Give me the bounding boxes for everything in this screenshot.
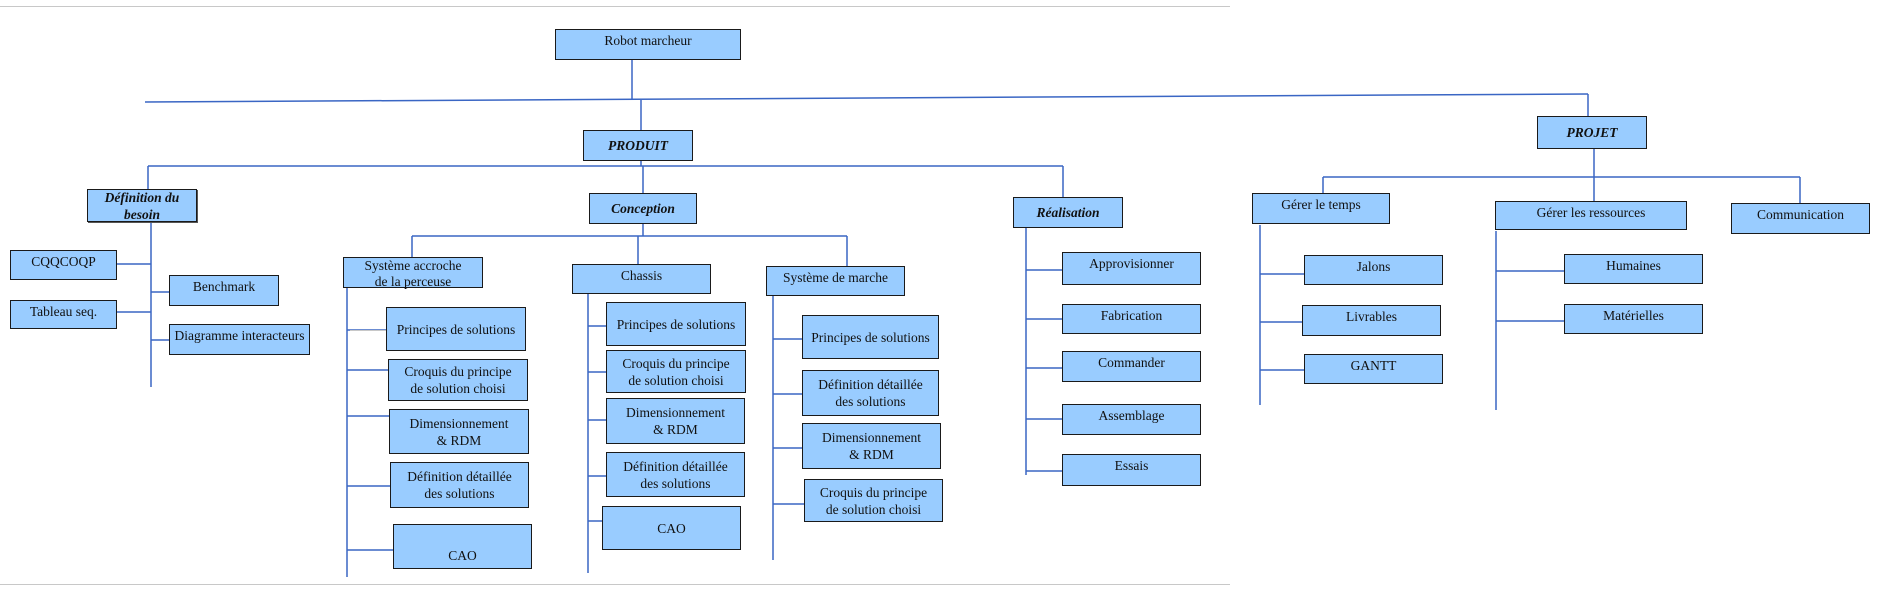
connector [1322, 177, 1801, 203]
node-realisation: Réalisation [1013, 197, 1123, 228]
node-accroche-croquis: Croquis du principe de solution choisi [388, 359, 528, 401]
node-robot-marcheur: Robot marcheur [555, 29, 741, 60]
node-essais: Essais [1062, 454, 1201, 486]
node-chassis-principes: Principes de solutions [606, 302, 746, 346]
node-materielles: Matérielles [1564, 304, 1703, 334]
node-chassis: Chassis [572, 264, 711, 294]
node-gerer-ressources: Gérer les ressources [1495, 201, 1687, 230]
node-marche-croquis: Croquis du principe de solution choisi [804, 479, 943, 522]
node-conception: Conception [589, 193, 697, 224]
frame-line-top [0, 6, 1230, 7]
node-accroche-principes: Principes de solutions [386, 307, 526, 351]
node-gerer-temps: Gérer le temps [1252, 193, 1390, 224]
node-chassis-dimensionnement: Dimensionnement & RDM [606, 398, 745, 444]
connector [411, 236, 848, 266]
node-produit: PRODUIT [583, 130, 693, 161]
node-livrables: Livrables [1302, 305, 1441, 336]
node-fabrication: Fabrication [1062, 304, 1201, 334]
connector [117, 263, 151, 313]
node-accroche-dimensionnement: Dimensionnement & RDM [389, 409, 529, 454]
node-chassis-cao: CAO [602, 506, 741, 550]
connector [773, 338, 804, 505]
node-projet: PROJET [1537, 116, 1647, 149]
node-communication: Communication [1731, 203, 1870, 234]
node-accroche-definition: Définition détaillée des solutions [390, 462, 529, 508]
node-assemblage: Assemblage [1062, 404, 1201, 435]
connector [1496, 270, 1564, 322]
node-chassis-definition: Définition détaillée des solutions [606, 452, 745, 497]
connector [588, 325, 606, 522]
node-marche-dimensionnement: Dimensionnement & RDM [802, 423, 941, 469]
node-cqqcoqp: CQQCOQP [10, 250, 117, 280]
node-humaines: Humaines [1564, 254, 1703, 284]
connector [1026, 269, 1062, 472]
node-systeme-marche: Système de marche [766, 266, 905, 296]
node-diagramme-interacteurs: Diagramme interacteurs [169, 324, 310, 355]
frame-line-bottom [0, 584, 1230, 585]
node-approvisionner: Approvisionner [1062, 252, 1201, 285]
node-chassis-croquis: Croquis du principe de solution choisi [606, 350, 746, 393]
node-commander: Commander [1062, 351, 1201, 382]
node-accroche-cao: CAO [393, 524, 532, 569]
node-systeme-accroche: Système accroche de la perceuse [343, 257, 483, 289]
node-jalons: Jalons [1304, 255, 1443, 285]
connector [144, 93, 1589, 103]
connector [1260, 273, 1304, 371]
node-marche-principes: Principes de solutions [802, 315, 939, 359]
thin-guide-line [350, 330, 386, 331]
node-tableau-seq: Tableau seq. [10, 300, 117, 329]
connector [347, 329, 393, 551]
node-gantt: GANTT [1304, 354, 1443, 384]
node-marche-definition: Définition détaillée des solutions [802, 370, 939, 416]
connector [147, 166, 1064, 197]
connector [151, 291, 169, 341]
node-benchmark: Benchmark [169, 275, 279, 306]
node-definition-besoin: Définition du besoin [87, 189, 197, 222]
